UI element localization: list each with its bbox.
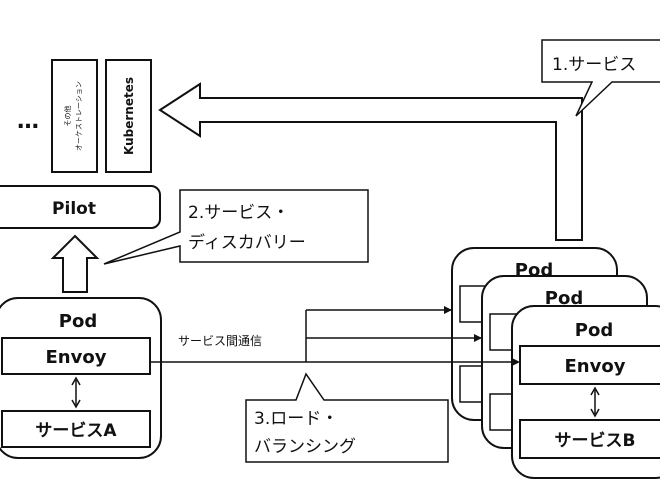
inter-service-lines <box>150 309 512 363</box>
pod-right-mid-label: Pod <box>545 288 583 309</box>
kubernetes-label: Kubernetes <box>122 77 136 155</box>
pilot-label: Pilot <box>52 199 96 219</box>
registration-hollow-arrow <box>158 82 583 241</box>
service-b-label: サービスB <box>555 431 636 451</box>
load-balancing-text-2: バランシング <box>254 437 356 457</box>
service-discovery-text-2: ディスカバリー <box>188 232 306 253</box>
inter-service-label: サービス間通信 <box>178 334 262 348</box>
pod-left-label: Pod <box>59 311 97 332</box>
kubernetes-box: Kubernetes <box>105 59 152 173</box>
load-balancing-text-1: 3.ロード・ <box>254 409 338 429</box>
envoy-right-box <box>519 345 660 385</box>
pilot-box: Pilot <box>0 185 161 229</box>
pod-right-front: Pod Envoy サービスB <box>511 305 660 479</box>
load-balancing-callout: 3.ロード・ バランシング <box>245 372 449 463</box>
pod-left: Pod Envoy サービスA <box>0 297 162 459</box>
service-a-label: サービスA <box>35 421 117 441</box>
discovery-up-arrow <box>50 234 100 293</box>
service-registration-text: 1.サービス <box>552 55 636 75</box>
envoy-left-box <box>1 337 151 375</box>
service-b-box <box>519 419 660 459</box>
service-registration-callout: 1.サービス <box>541 39 660 117</box>
service-a-box <box>1 410 151 448</box>
envoy-right-label: Envoy <box>565 356 626 377</box>
service-discovery-text-1: 2.サービス・ <box>188 203 289 223</box>
service-discovery-callout: 2.サービス・ ディスカバリー <box>103 189 369 265</box>
other-orchestration-box: その他 オーケストレーション <box>51 59 98 173</box>
envoy-service-b-link <box>590 386 600 418</box>
envoy-service-a-link <box>71 376 81 409</box>
other-orchestration-label-2: オーケストレーション <box>75 81 83 151</box>
other-orchestration-label-1: その他 <box>63 106 72 127</box>
envoy-left-label: Envoy <box>46 347 107 368</box>
inter-service-arrowheads <box>444 306 520 366</box>
ellipsis-label: … <box>17 109 39 134</box>
pod-right-front-label: Pod <box>575 320 613 341</box>
